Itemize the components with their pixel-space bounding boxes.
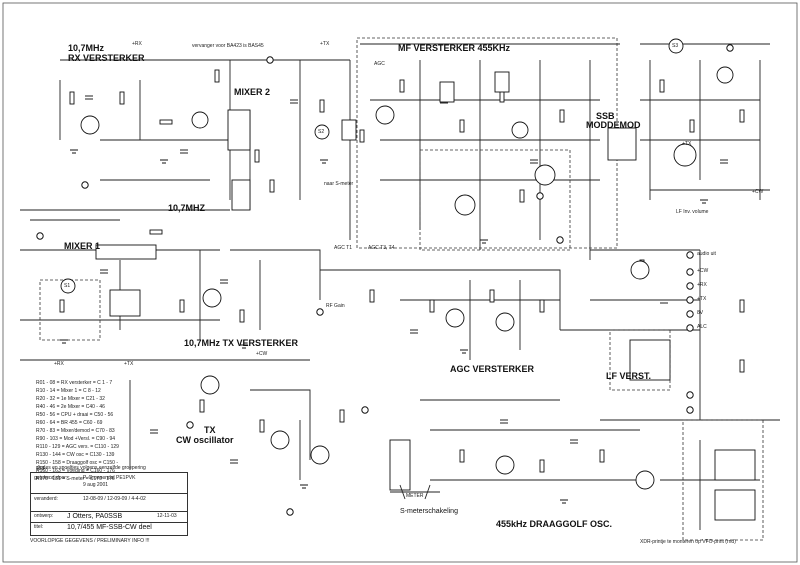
heading-freq-10-7: 10,7MHZ <box>168 203 206 213</box>
heading-smeter: S-meterschakeling <box>400 508 458 515</box>
heading-rx-amplifier: RX VERSTERKER <box>68 53 145 63</box>
legend-row: R130 - 144 = CW osc = C130 - 139 <box>36 452 115 458</box>
label-agc-t3t4: AGC T3, T4 <box>368 245 395 251</box>
label-tx-top: +TX <box>320 41 330 47</box>
transistors <box>80 66 734 490</box>
legend-row: R20 - 32 = 1e Mixer = C21 - 32 <box>36 396 105 402</box>
resistors <box>59 69 745 473</box>
legend-row: R150 - 158 = Draaggolf osc = C150 - 159 <box>36 460 118 472</box>
heading-tx-amplifier: 10,7MHz TX VERSTERKER <box>184 338 299 348</box>
title-block: getekend door: P. Groenendal PE1PVK 9 au… <box>30 472 188 536</box>
heading-mixer-2: MIXER 2 <box>234 87 271 97</box>
heading-if-amplifier: MF VERSTERKER 455KHz <box>398 43 511 53</box>
legend-row: R40 - 46 = 2e Mixer = C40 - 46 <box>36 404 105 410</box>
label-agc-t1: AGC T1 <box>334 245 352 251</box>
note-xdr: XDR-printje te monteren op VFO-print (rn… <box>640 539 736 545</box>
label-rf-gain: RF Gain <box>326 303 345 309</box>
legend-row: R50 - 56 = CPU + draai = C50 - 56 <box>36 412 114 418</box>
pin-label-tx: +TX <box>697 296 707 302</box>
component-legend: R01 - 08 = RX versterker = C 1 - 7 R10 -… <box>36 380 126 484</box>
label-tx-bottom-left: +TX <box>124 361 134 367</box>
legend-row: R70 - 83 = Mixer/demod = C70 - 83 <box>36 428 115 434</box>
label-s2: S2 <box>318 129 325 135</box>
legend-row: R10 - 14 = Mixer 1 = C 8 - 12 <box>36 388 101 394</box>
pin-label-rx: +RX <box>697 282 707 288</box>
designer: J Otters, PA0SSB <box>67 513 123 520</box>
pin-label-8v: 8V <box>697 310 704 316</box>
legend-row: R110 - 129 = AGC vers. = C110 - 129 <box>36 444 119 450</box>
label-s3: S3 <box>672 43 679 49</box>
meter-symbol <box>390 484 440 500</box>
label-lf-volume: LF Inv. volume <box>676 209 709 215</box>
heading-ssb: SSB <box>596 111 615 121</box>
pin-label-audio: audio uit <box>697 251 716 257</box>
label-agc-if: AGC <box>374 61 385 67</box>
heading-agc-amplifier: AGC VERSTERKER <box>450 364 535 374</box>
label-tx-ssb: +TX <box>682 141 692 147</box>
heading-moddemod: MODDEMOD <box>586 120 641 130</box>
capacitors <box>85 95 728 464</box>
design-date: 12-11-03 <box>157 513 177 519</box>
module-outlines <box>39 37 764 541</box>
label-to-smeter: naar S-meter <box>324 181 354 187</box>
pin-label-cw: +CW <box>697 268 709 274</box>
status-note: VOORLOPIGE GEGEVENS / PRELIMINARY INFO !… <box>30 538 150 544</box>
drawing-title: 10,7/455 MF-SSB-CW deel <box>67 524 152 531</box>
heading-tx: TX <box>204 425 216 435</box>
changes-label: veranderd: <box>34 496 58 502</box>
note-ba423: vervanger voor BA423 is BAS45 <box>192 43 264 49</box>
ground-symbols <box>60 149 708 504</box>
legend-footer: diodes en spoeltjes volgens eenzelfde gr… <box>36 465 146 471</box>
coils <box>95 71 756 521</box>
heading-mixer-1: MIXER 1 <box>64 241 101 251</box>
changes: 12-08-09 / 12-09-09 / 4-4-02 <box>83 496 146 502</box>
heading-lf-amplifier: LF VERST. <box>606 371 652 381</box>
drawn-by: P. Groenendal PE1PVK <box>83 475 136 481</box>
label-meter: METER <box>406 493 424 499</box>
legend-row: R90 - 103 = Mod +Versl. = C90 - 94 <box>36 436 116 442</box>
heading-carrier-oscillator: 455kHz DRAAGGOLF OSC. <box>496 519 613 529</box>
label-rx-top: +RX <box>132 41 142 47</box>
label-cw-osc: +CW <box>256 351 268 357</box>
heading-cw-oscillator: CW oscillator <box>176 435 234 445</box>
switch-symbols <box>60 38 684 294</box>
pin-label-alc: ALC <box>697 324 707 330</box>
drawn-by-label: getekend door: <box>34 475 68 481</box>
heading-rx-freq: 10,7MHz <box>68 43 105 53</box>
legend-row: R170 - 181 = S-meter = C170 - 176 <box>36 476 115 482</box>
legend-row: R160 - 163 = Voeding = C160 - 176 <box>36 468 115 474</box>
label-s1: S1 <box>64 283 71 289</box>
title-label: titel: <box>34 524 44 530</box>
design-label: ontwerp: <box>34 513 54 519</box>
label-rx-bottom-left: +RX <box>54 361 64 367</box>
legend-row: R01 - 08 = RX versterker = C 1 - 7 <box>36 380 113 386</box>
legend-row: R60 - 64 = BR 455 = C60 - 69 <box>36 420 103 426</box>
connector-pins <box>36 44 734 516</box>
label-cw-right: +CW <box>752 189 764 195</box>
drawn-date: 9 aug 2001 <box>83 482 109 488</box>
